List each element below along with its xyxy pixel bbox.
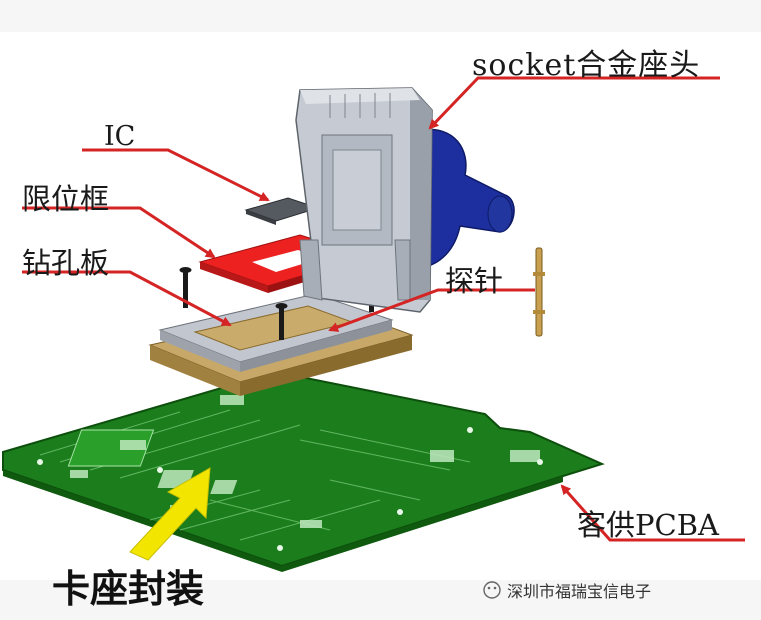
probe-pin-part (533, 247, 545, 337)
probe-leader (328, 288, 535, 332)
big-yellow-arrow (129, 467, 211, 561)
customer-pcba-label: 客供PCBA (577, 508, 719, 542)
pcba-leader (560, 484, 745, 542)
leader-lines (22, 76, 745, 542)
limit-frame-leader (22, 206, 216, 259)
ic-label: IC (104, 121, 136, 152)
socket-leader (428, 76, 720, 130)
drill-plate-label: 钻孔板 (22, 246, 110, 280)
main-caption: 卡座封装 (52, 567, 205, 611)
wechat-logo-icon (483, 581, 501, 599)
probe-label: 探针 (445, 264, 504, 298)
socket-label: socket合金座头 (472, 48, 701, 83)
limit-frame-label: 限位框 (22, 182, 110, 216)
socket-head-part (295, 87, 515, 313)
watermark-text: 深圳市福瑞宝信电子 (507, 582, 652, 601)
drill-plate-leader (22, 270, 232, 327)
pcba-board (2, 370, 605, 572)
ic-leader (82, 148, 270, 202)
watermark: 深圳市福瑞宝信电子 (483, 578, 651, 602)
